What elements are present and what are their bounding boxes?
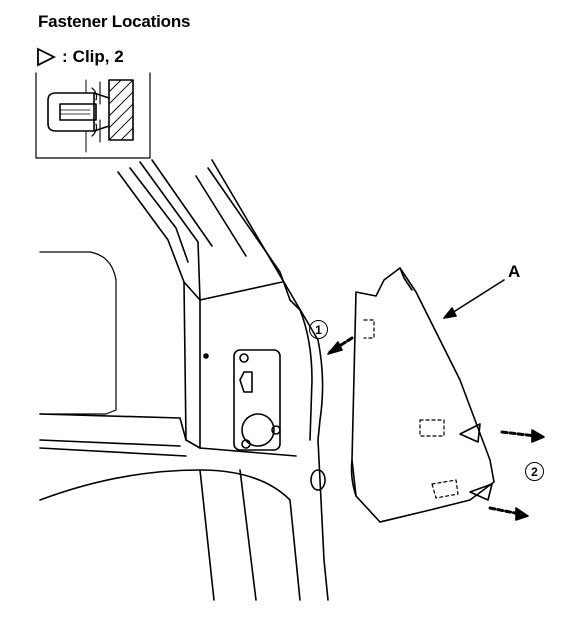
fastener-legend: : Clip, 2: [36, 47, 124, 67]
clip-detail-inset: [35, 72, 151, 159]
part-a-arrowhead: [443, 307, 457, 319]
removal-arrows: [327, 336, 545, 521]
step-2-marker: 2: [525, 462, 544, 481]
legend-label: Clip, 2: [72, 47, 124, 66]
page-title: Fastener Locations: [38, 12, 191, 31]
trim-panel-a: [350, 267, 495, 523]
door-pillar: [39, 159, 329, 601]
clip-triangle-icon: [37, 47, 56, 67]
step-1-marker: 1: [309, 320, 328, 339]
part-a-label: A: [508, 262, 521, 281]
legend-colon: :: [62, 47, 68, 66]
